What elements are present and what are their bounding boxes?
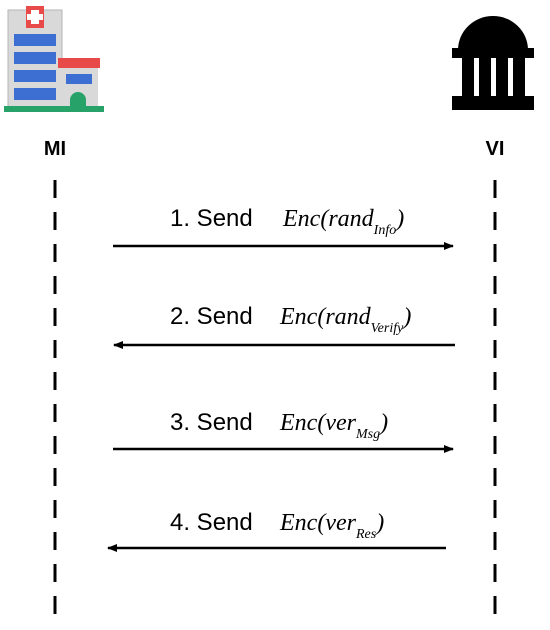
message-3: 3. Send Enc(verMsg) xyxy=(113,409,454,453)
hospital-icon xyxy=(4,6,104,112)
message-4: 4. Send Enc(verRes) xyxy=(107,509,446,552)
message-encryption: Enc(randVerify) xyxy=(279,304,411,336)
message-1: 1. Send Enc(randInfo) xyxy=(113,205,454,250)
message-encryption: Enc(verMsg) xyxy=(279,410,388,442)
message-step-label: 3. Send xyxy=(170,409,253,436)
actor-label-vi: VI xyxy=(486,138,505,160)
institution-icon xyxy=(452,16,534,110)
message-encryption: Enc(verRes) xyxy=(279,510,384,542)
message-encryption: Enc(randInfo) xyxy=(282,206,404,238)
actor-label-mi: MI xyxy=(44,138,66,160)
message-step-label: 4. Send xyxy=(170,509,253,536)
message-2: 2. Send Enc(randVerify) xyxy=(113,303,455,349)
message-step-label: 1. Send xyxy=(170,205,253,232)
message-step-label: 2. Send xyxy=(170,303,253,330)
